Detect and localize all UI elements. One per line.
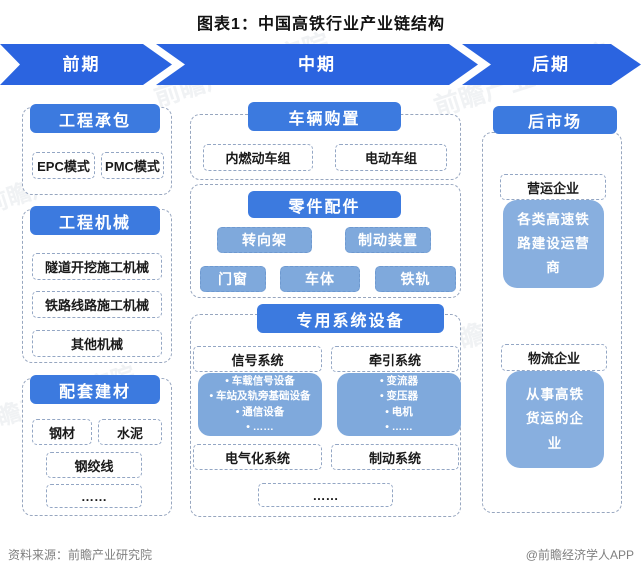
bullet-item: 车站及轨旁基础设备 (209, 389, 311, 404)
item-steel-strand: 钢绞线 (46, 452, 142, 478)
item-electrification-system: 电气化系统 (193, 444, 322, 470)
bullet-item: …… (246, 420, 274, 435)
group-contracting-header: 工程承包 (30, 104, 160, 133)
item-other-machinery: 其他机械 (32, 330, 162, 357)
item-electric-emu: 电动车组 (335, 144, 447, 171)
operation-enterprise-detail: 各类高速铁路建设运营商 (503, 200, 604, 288)
item-diesel-emu: 内燃动车组 (203, 144, 313, 171)
bullet-item: 变流器 (380, 374, 419, 389)
group-vehicle-purchase-header: 车辆购置 (248, 102, 401, 131)
signal-system-detail: 车载信号设备 车站及轨旁基础设备 通信设备 …… (198, 373, 322, 436)
chevron-separator-icon (449, 44, 491, 85)
stage-late-label: 后期 (532, 55, 570, 74)
item-car-body: 车体 (280, 266, 360, 292)
group-systems-header: 专用系统设备 (257, 304, 444, 333)
item-brake-device: 制动装置 (345, 227, 431, 253)
item-bogie: 转向架 (217, 227, 312, 253)
item-doors-windows: 门窗 (200, 266, 266, 292)
item-braking-system: 制动系统 (331, 444, 459, 470)
bullet-item: 变压器 (380, 389, 419, 404)
bullet-item: …… (385, 420, 413, 435)
item-pmc-mode: PMC模式 (101, 152, 164, 179)
chevron-separator-icon (143, 44, 185, 85)
group-parts-header: 零件配件 (248, 191, 401, 218)
item-cement: 水泥 (98, 419, 162, 445)
item-materials-more: …… (46, 484, 142, 508)
item-systems-more: …… (258, 483, 393, 507)
bullet-item: 车载信号设备 (225, 374, 295, 389)
group-materials-header: 配套建材 (30, 375, 160, 404)
logistics-enterprise-detail: 从事高铁货运的企业 (506, 371, 604, 468)
bullet-item: 电机 (385, 405, 413, 420)
bullet-item: 通信设备 (236, 405, 284, 420)
item-epc-mode: EPC模式 (32, 152, 95, 179)
item-operation-enterprise: 营运企业 (500, 174, 606, 200)
item-traction-system: 牵引系统 (331, 346, 459, 372)
page-title: 图表1：中国高铁行业产业链结构 (197, 16, 445, 33)
item-signal-system: 信号系统 (193, 346, 322, 372)
stage-early-label: 前期 (62, 55, 101, 74)
traction-system-detail: 变流器 变压器 电机 …… (337, 373, 461, 436)
item-track-machinery: 铁路线路施工机械 (32, 291, 162, 318)
item-rails: 铁轨 (375, 266, 456, 292)
item-tunnel-machinery: 隧道开挖施工机械 (32, 253, 162, 280)
item-logistics-enterprise: 物流企业 (501, 344, 607, 371)
stage-arrow-band (0, 44, 641, 85)
stage-mid-label: 中期 (298, 55, 336, 74)
credit-note: @前瞻经济学人APP (525, 548, 634, 562)
group-machinery-header: 工程机械 (30, 206, 160, 235)
item-steel: 钢材 (32, 419, 92, 445)
group-aftermarket-header: 后市场 (493, 106, 617, 134)
source-note: 资料来源：前瞻产业研究院 (8, 548, 153, 562)
